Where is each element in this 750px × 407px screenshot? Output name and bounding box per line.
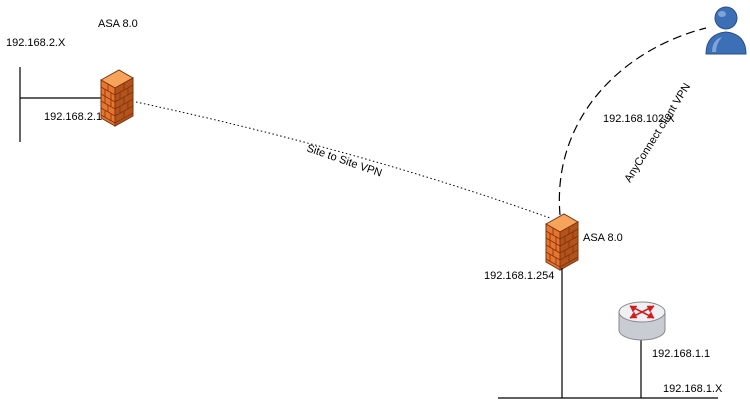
left-firewall-icon[interactable] <box>100 69 134 127</box>
router-icon[interactable] <box>618 301 666 341</box>
right-firewall-icon[interactable] <box>545 213 579 271</box>
right-firewall-ip: 192.168.1.254 <box>484 270 554 282</box>
user-icon[interactable] <box>705 6 747 55</box>
left-firewall-ip: 192.168.2.1 <box>44 111 102 123</box>
left-network-label: 192.168.2.X <box>6 37 66 49</box>
site-to-site-vpn-label: Site to Site VPN <box>305 142 384 179</box>
right-firewall-title: ASA 8.0 <box>583 232 623 244</box>
client-network-label: 192.168.102.X <box>603 113 675 125</box>
anyconnect-vpn-link <box>558 27 707 216</box>
left-firewall-title: ASA 8.0 <box>98 18 138 30</box>
right-network-label: 192.168.1.X <box>663 383 723 395</box>
router-ip: 192.168.1.1 <box>652 348 710 360</box>
site-to-site-vpn-link <box>135 101 551 219</box>
anyconnect-vpn-label: AnyConnect client VPN <box>622 81 693 184</box>
